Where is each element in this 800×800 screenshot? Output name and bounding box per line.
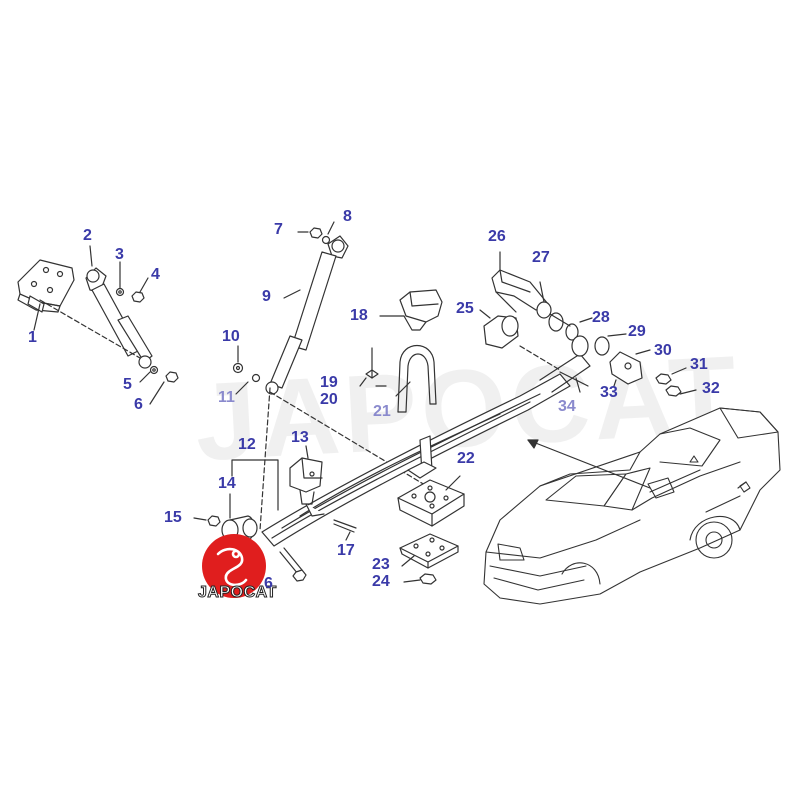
callout-29: 29 <box>628 323 646 340</box>
callout-27: 27 <box>532 249 550 266</box>
callout-21: 21 <box>373 403 391 420</box>
callout-34: 34 <box>558 398 576 415</box>
pickup-truck <box>483 407 781 605</box>
callout-3: 3 <box>115 246 124 263</box>
callout-5: 5 <box>123 376 132 393</box>
callout-11: 11 <box>218 389 235 406</box>
callout-22: 22 <box>457 450 475 467</box>
callout-8: 8 <box>343 208 352 225</box>
callout-26: 26 <box>488 228 506 245</box>
callout-31: 31 <box>690 356 708 373</box>
callout-30: 30 <box>654 342 672 359</box>
shackle-plate <box>609 351 643 385</box>
bump-stop-bracket <box>399 289 443 331</box>
front-shock-mount-bracket <box>17 259 75 313</box>
callout-12: 12 <box>238 436 256 453</box>
callout-1: 1 <box>28 329 37 346</box>
shackle-bushing <box>483 315 519 349</box>
callout-19: 19 <box>320 374 338 391</box>
rear-shock-absorber-left <box>85 267 153 369</box>
callout-14: 14 <box>218 475 236 492</box>
spring-seat-lower <box>399 533 459 569</box>
callout-32: 32 <box>702 380 720 397</box>
spring-seat-upper <box>397 479 465 527</box>
callout-25: 25 <box>456 300 474 317</box>
callout-28: 28 <box>592 309 610 326</box>
callout-17: 17 <box>337 542 355 559</box>
callout-13: 13 <box>291 429 309 446</box>
callout-18: 18 <box>350 307 368 324</box>
callout-4: 4 <box>151 266 160 283</box>
callout-16: 6 <box>264 575 273 592</box>
callout-6: 6 <box>134 396 143 413</box>
callout-33: 33 <box>600 384 618 401</box>
callout-15: 15 <box>164 509 182 526</box>
callout-24: 24 <box>372 573 390 590</box>
callout-9: 9 <box>262 288 271 305</box>
callout-2: 2 <box>83 227 92 244</box>
u-bolt <box>397 345 437 413</box>
rear-shock-absorber-center <box>265 235 349 395</box>
japocat-logo <box>202 534 266 598</box>
callout-7: 7 <box>274 221 283 238</box>
logo-wordmark: JAPOCAT <box>198 584 277 602</box>
callout-23: 23 <box>372 556 390 573</box>
callout-10: 10 <box>222 328 240 345</box>
callout-20: 20 <box>320 391 338 408</box>
spring-hanger-bracket <box>289 457 323 505</box>
